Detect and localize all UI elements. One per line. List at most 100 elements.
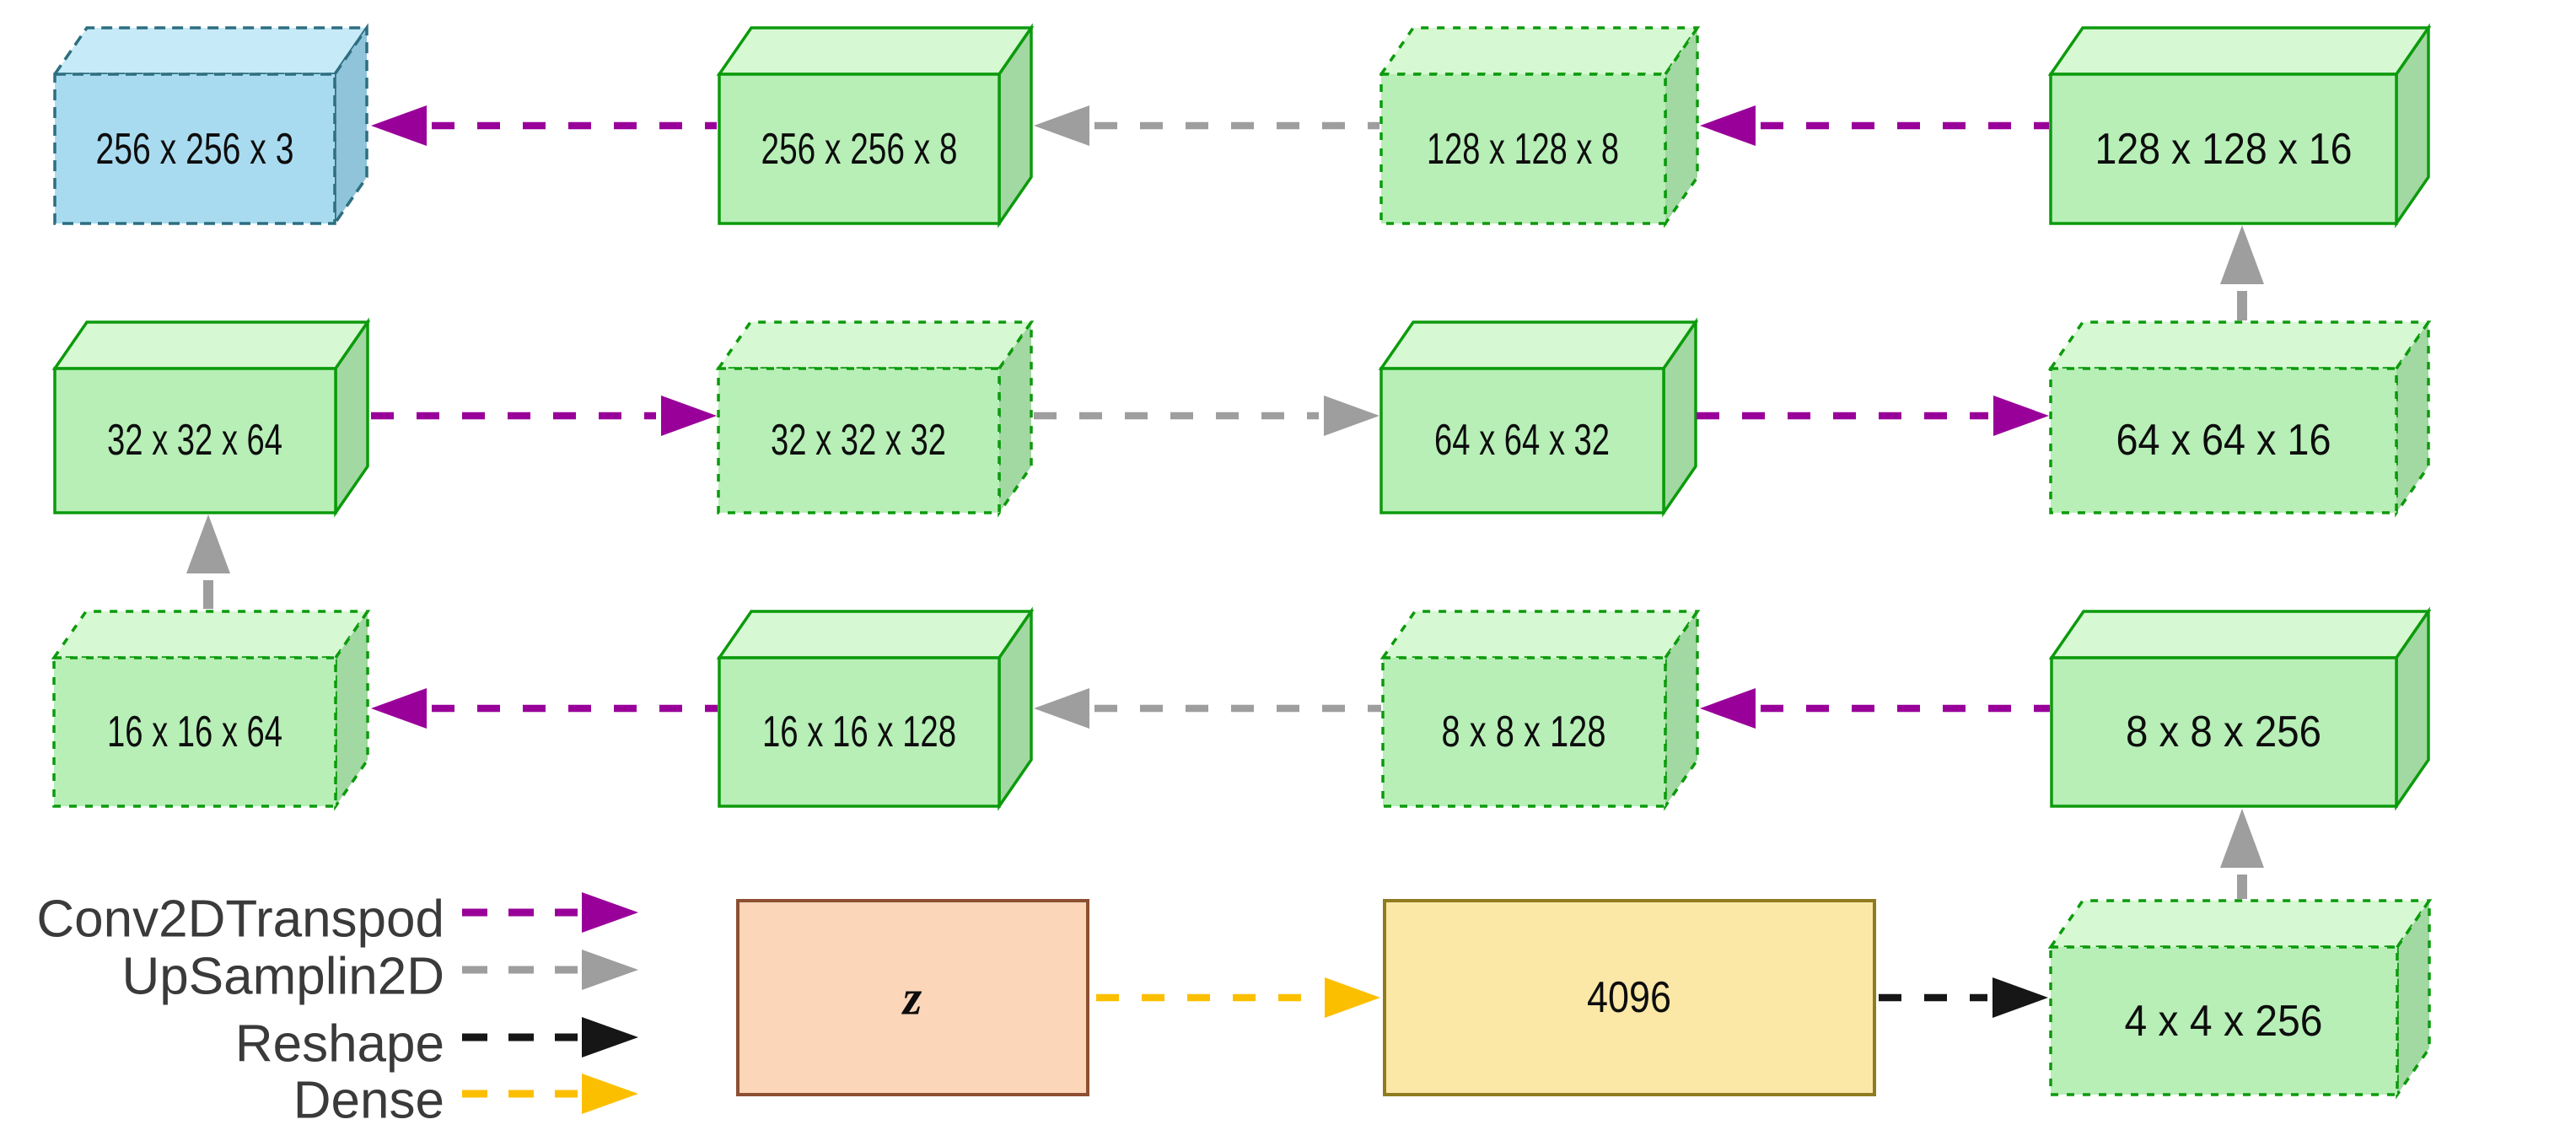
tensor-box-128x128x8: 128 x 128 x 8	[1378, 23, 1701, 229]
arrow-head-right-icon	[661, 396, 717, 436]
upsampling-arrow-vertical-2	[186, 514, 230, 609]
box-label: z	[901, 971, 922, 1025]
legend-label-reshape: Reshape	[235, 1015, 444, 1074]
box-top-face	[51, 320, 371, 370]
box-front-face	[2050, 656, 2398, 808]
tensor-box-32x32x64: 32 x 32 x 64	[51, 317, 371, 518]
conv2dtranspose-arrow-4	[1697, 396, 2049, 436]
upsampling-arrow-3	[1034, 688, 1381, 729]
box-top-face	[51, 26, 370, 76]
box-top-face	[716, 610, 1035, 659]
legend-conv2dtranspose-arrow-icon	[462, 892, 638, 933]
box-label: 256 x 256 x 3	[96, 125, 294, 174]
box-top-face	[1378, 26, 1701, 76]
upsampling-arrow-vertical-3	[2220, 809, 2264, 899]
tensor-box-8x8x128: 8 x 8 x 128	[1379, 606, 1701, 811]
arrow-head-right-icon	[1324, 396, 1379, 436]
box-front-face	[2049, 367, 2398, 514]
box-front-face	[718, 656, 1001, 808]
box-label: 64 x 64 x 16	[2116, 416, 2331, 465]
arrow-head-right-icon	[1993, 977, 2048, 1018]
legend-reshape-arrow-icon	[462, 1017, 638, 1058]
conv2dtranspose-arrow-1	[371, 105, 717, 146]
arrow-head-right-icon	[582, 1017, 638, 1058]
arrow-head-left-icon	[1700, 688, 1756, 729]
box-front-face	[1379, 73, 1667, 225]
box-label: 4096	[1587, 973, 1671, 1022]
box-top-face	[2048, 610, 2432, 659]
box-top-face	[2047, 899, 2433, 949]
legend-label-conv2dtranspose: Conv2DTranspod	[36, 891, 444, 949]
arrow-head-left-icon	[1034, 688, 1089, 729]
box-top-face	[2047, 26, 2432, 76]
tensor-box-32x32x32: 32 x 32 x 32	[715, 317, 1035, 518]
box-top-face	[716, 26, 1035, 76]
box-top-face	[2047, 320, 2432, 370]
upsampling-arrow-2	[1034, 396, 1379, 436]
box-label: 16 x 16 x 64	[107, 708, 282, 756]
arrow-head-right-icon	[1325, 977, 1380, 1018]
tensor-box-16x16x128: 16 x 16 x 128	[716, 606, 1035, 811]
tensor-box-256x256x3: 256 x 256 x 3	[51, 23, 370, 229]
box-top-face	[1378, 320, 1699, 370]
box-front-face	[2049, 73, 2398, 225]
box-front-face	[1379, 367, 1665, 514]
box-label: 32 x 32 x 32	[771, 416, 946, 465]
box-front-face	[52, 656, 337, 808]
box-label: 4 x 4 x 256	[2125, 997, 2323, 1046]
upsampling-arrow-1	[1034, 105, 1379, 146]
arrow-head-left-icon	[1034, 105, 1089, 146]
box-top-face	[1379, 610, 1701, 659]
arrow-head-right-icon	[582, 950, 638, 990]
box-label: 64 x 64 x 32	[1434, 416, 1610, 465]
conv2dtranspose-arrow-5	[371, 688, 718, 729]
box-label: 16 x 16 x 128	[762, 708, 956, 756]
arrow-head-left-icon	[1700, 105, 1756, 146]
arrow-head-right-icon	[1993, 396, 2049, 436]
dense-arrow-1	[1096, 977, 1380, 1018]
box-label: 128 x 128 x 16	[2095, 125, 2353, 174]
arrow-head-left-icon	[371, 688, 427, 729]
box-label: 8 x 8 x 256	[2126, 708, 2321, 756]
legend-upsampling-arrow-icon	[462, 950, 638, 990]
dense-4096-box: 4096	[1383, 899, 1876, 1096]
box-front-face	[717, 367, 1001, 514]
arrow-head-up-icon	[186, 514, 230, 573]
box-label: 32 x 32 x 64	[107, 416, 282, 465]
tensor-box-128x128x16: 128 x 128 x 16	[2047, 23, 2432, 229]
latent-z-box: z	[736, 899, 1089, 1096]
arrow-head-right-icon	[582, 892, 638, 933]
arrow-head-right-icon	[582, 1074, 638, 1114]
arrow-head-up-icon	[2220, 225, 2264, 284]
tensor-box-16x16x64: 16 x 16 x 64	[51, 606, 371, 811]
tensor-box-64x64x32: 64 x 64 x 32	[1378, 317, 1699, 518]
legend: Conv2DTranspod UpSamplin2D Reshape Dense	[36, 891, 638, 1130]
box-label: 256 x 256 x 8	[761, 125, 958, 174]
arrow-head-up-icon	[2220, 809, 2264, 868]
tensor-box-256x256x8: 256 x 256 x 8	[716, 23, 1035, 229]
box-top-face	[51, 610, 371, 659]
conv2dtranspose-arrow-6	[1700, 688, 2050, 729]
box-front-face	[53, 367, 337, 514]
box-face	[1383, 899, 1876, 1096]
conv2dtranspose-arrow-3	[371, 396, 717, 436]
box-top-face	[715, 320, 1035, 370]
box-front-face	[1381, 656, 1667, 808]
tensor-box-4x4x256: 4 x 4 x 256	[2047, 896, 2433, 1100]
upsampling-arrow-vertical-1	[2220, 225, 2264, 320]
arrow-head-left-icon	[371, 105, 427, 146]
box-label: 128 x 128 x 8	[1427, 125, 1619, 174]
box-front-face	[2049, 945, 2399, 1096]
legend-label-dense: Dense	[293, 1072, 444, 1130]
legend-label-upsampling2d: UpSamplin2D	[121, 948, 444, 1006]
conv2dtranspose-arrow-2	[1700, 105, 2049, 146]
reshape-arrow-1	[1879, 977, 2048, 1018]
box-front-face	[53, 73, 336, 225]
box-front-face	[718, 73, 1001, 225]
box-face	[736, 899, 1089, 1096]
legend-dense-arrow-icon	[462, 1074, 638, 1114]
tensor-box-64x64x16: 64 x 64 x 16	[2047, 317, 2432, 518]
tensor-box-8x8x256: 8 x 8 x 256	[2048, 606, 2432, 811]
